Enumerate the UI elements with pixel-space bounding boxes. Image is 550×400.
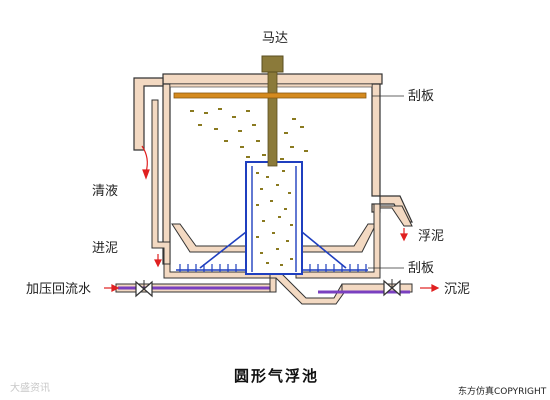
bottom-scraper (176, 231, 368, 272)
left-wall (162, 83, 171, 265)
label-settled-sludge: 沉泥 (444, 282, 471, 297)
watermark: 大盛资讯 (10, 383, 50, 394)
label-inlet-sludge: 进泥 (92, 241, 119, 256)
central-drum (245, 161, 303, 275)
diagram-title: 圆形气浮池 (234, 367, 320, 385)
clear-liquid-pipe (133, 77, 164, 151)
air-bubbles (190, 108, 308, 266)
valve-right[interactable] (383, 279, 401, 297)
label-clear-liquid: 清液 (92, 184, 119, 199)
flow-arrows (104, 145, 440, 292)
label-motor: 马达 (262, 31, 289, 46)
right-wall (371, 83, 413, 223)
label-scraper-bottom: 刮板 (408, 261, 435, 276)
return-water-riser (269, 277, 277, 293)
leader-lines (368, 95, 404, 269)
drive-shaft (267, 61, 278, 167)
valve-left[interactable] (135, 280, 153, 298)
top-scraper-bar (173, 92, 367, 99)
motor-head (261, 55, 284, 73)
label-pressurized-return: 加压回流水 (26, 282, 92, 297)
tank-bottom-right (295, 203, 381, 279)
label-float-sludge: 浮泥 (418, 229, 445, 244)
copyright-credit: 东方仿真COPYRIGHT (458, 387, 547, 397)
label-scraper-top: 刮板 (408, 89, 435, 104)
